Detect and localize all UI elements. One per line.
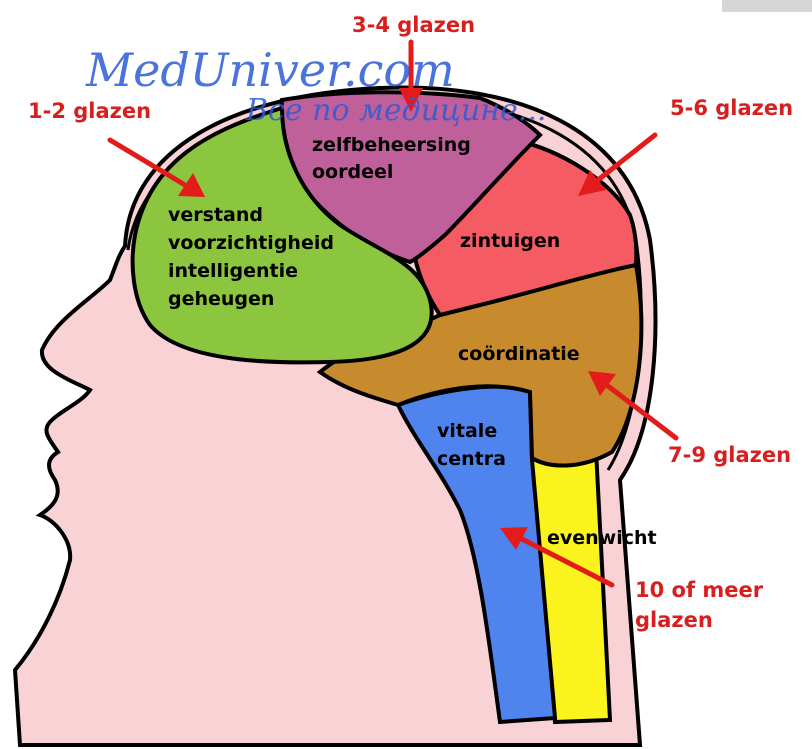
label-zelfbeheersing: zelfbeheersing xyxy=(312,134,471,156)
label-centra: centra xyxy=(437,448,506,470)
label-vitale: vitale xyxy=(437,420,497,442)
callout-7-9: 7-9 glazen xyxy=(668,443,791,467)
watermark-sub: Все по медицине... xyxy=(245,93,546,128)
label-geheugen: geheugen xyxy=(168,288,274,310)
callout-10-line2: glazen xyxy=(635,608,713,632)
callout-10-line1: 10 of meer xyxy=(635,578,764,602)
callout-3-4: 3-4 glazen xyxy=(352,13,475,37)
label-evenwicht: evenwicht xyxy=(547,527,657,549)
label-oordeel: oordeel xyxy=(312,161,393,183)
label-intelligentie: intelligentie xyxy=(168,260,298,282)
callout-1-2: 1-2 glazen xyxy=(28,99,151,123)
label-voorzichtigheid: voorzichtigheid xyxy=(168,232,334,254)
watermark-main: MedUniver.com xyxy=(85,43,455,97)
label-zintuigen: zintuigen xyxy=(460,230,560,252)
label-coordinatie: coördinatie xyxy=(458,343,580,365)
callout-5-6: 5-6 glazen xyxy=(670,96,793,120)
label-verstand: verstand xyxy=(168,204,263,226)
corner-strip xyxy=(722,0,812,12)
